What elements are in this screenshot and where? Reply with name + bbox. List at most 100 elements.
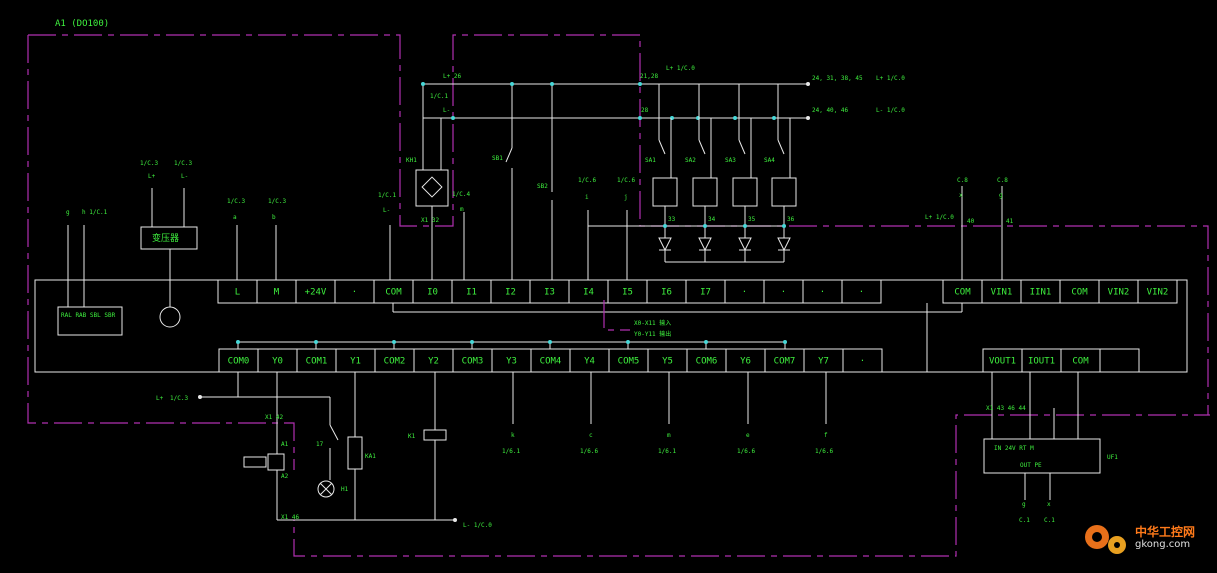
svg-text:g: g — [1022, 501, 1026, 508]
svg-text:1/C.4: 1/C.4 — [452, 191, 470, 198]
lminus-bus-side-ref: L- 1/C.0 — [876, 107, 905, 114]
power-supply-box — [140, 226, 198, 250]
svg-text:35: 35 — [748, 216, 756, 223]
svg-text:40: 40 — [967, 218, 975, 225]
output-terminal-label: Y7 — [818, 357, 829, 367]
svg-text:X1 42: X1 42 — [265, 414, 283, 421]
watermark: 中华工控网 gkong.com — [1079, 517, 1199, 557]
svg-text:b: b — [272, 214, 276, 221]
svg-text:IN 24V RT M: IN 24V RT M — [994, 445, 1034, 452]
input-terminal-label: I7 — [700, 288, 711, 298]
svg-text:21,28: 21,28 — [640, 73, 658, 80]
sensor-relay — [652, 177, 678, 207]
resistor-icon — [347, 436, 363, 470]
diagram-title: A1 (DO100) — [55, 19, 109, 29]
svg-text:SB2: SB2 — [537, 183, 548, 190]
solenoid-valve-icon — [243, 456, 267, 468]
svg-text:SA4: SA4 — [764, 157, 775, 164]
output-ref-code: 1/6.1 — [502, 448, 520, 455]
output-ref-letter: e — [746, 432, 750, 439]
output-terminal-label: Y2 — [428, 357, 439, 367]
svg-text:SA2: SA2 — [685, 157, 696, 164]
input-terminal-label: I3 — [544, 288, 555, 298]
lplus-label: L+ — [148, 173, 156, 180]
l-minus-in-ref: L+ 1/C.0 — [925, 214, 954, 221]
watermark-url: gkong.com — [1135, 539, 1191, 550]
svg-text:a: a — [233, 214, 237, 221]
lplus-bus-side-ref: L+ 1/C.0 — [876, 75, 905, 82]
analog-output-terminal-label: COM — [1072, 357, 1089, 367]
input-terminal-label: · — [781, 288, 786, 298]
sensor-relay — [692, 177, 718, 207]
svg-text:SA1: SA1 — [645, 157, 656, 164]
output-terminal-label: Y6 — [740, 357, 751, 367]
svg-text:33: 33 — [668, 216, 676, 223]
analog-module-label: RAL RAB SBL SBR — [61, 312, 116, 319]
analog-input-terminal-label: IIN1 — [1030, 288, 1052, 298]
note-y-out: Y0-Y11 输出 — [634, 330, 671, 338]
watermark-brand: 中华工控网 — [1135, 525, 1196, 539]
lamp-icon — [317, 480, 335, 498]
output-terminal-label: COM3 — [462, 357, 484, 367]
gear-logo-icon — [1085, 525, 1126, 554]
output-terminal-label: Y5 — [662, 357, 673, 367]
output-terminal-label: Y1 — [350, 357, 361, 367]
output-terminal-label: Y3 — [506, 357, 517, 367]
input-terminal-label: · — [352, 288, 357, 298]
input-terminal-label: I0 — [427, 288, 438, 298]
lminus-label: L- — [181, 173, 188, 180]
svg-text:g: g — [66, 209, 70, 216]
analog-output-terminal-label: VOUT1 — [989, 357, 1016, 367]
svg-text:K1: K1 — [408, 433, 416, 440]
svg-text:H1: H1 — [341, 486, 349, 493]
svg-text:1/C.1: 1/C.1 — [430, 93, 448, 100]
lminus-bus-ref: 24, 40, 46 — [812, 107, 849, 114]
sensor-relay — [732, 177, 758, 207]
svg-text:1/C.6: 1/C.6 — [578, 177, 596, 184]
analog-input-terminal-label: COM — [1071, 288, 1088, 298]
lplus-bus-ref: 24, 31, 38, 45 — [812, 75, 863, 82]
svg-text:C.8: C.8 — [997, 177, 1008, 184]
l-plus-out-ref: L+ — [156, 395, 164, 402]
relay-coil — [423, 429, 447, 441]
svg-text:1/C.3: 1/C.3 — [174, 160, 192, 167]
bridge-rectifier — [415, 169, 449, 207]
diode-icon — [698, 237, 712, 252]
svg-text:SB1: SB1 — [492, 155, 503, 162]
svg-text:34: 34 — [708, 216, 716, 223]
input-terminal-label: I1 — [466, 288, 477, 298]
solenoid-coil — [267, 453, 285, 471]
output-ref-code: 1/6.6 — [580, 448, 598, 455]
boundary-lines — [27, 34, 1210, 557]
analog-input-terminal-label: VIN2 — [1147, 288, 1169, 298]
output-ref-code: 1/6.6 — [737, 448, 755, 455]
output-terminal-label: COM5 — [618, 357, 640, 367]
svg-text:x: x — [959, 192, 963, 199]
sensor-relay — [771, 177, 797, 207]
svg-text:j: j — [624, 194, 628, 201]
svg-text:1/C.3: 1/C.3 — [227, 198, 245, 205]
svg-text:1/C.3: 1/C.3 — [268, 198, 286, 205]
svg-text:OUT PE: OUT PE — [1020, 462, 1042, 469]
output-terminal-cell — [842, 348, 883, 373]
svg-text:36: 36 — [787, 216, 795, 223]
output-references: k1/6.1c1/6.6m1/6.1e1/6.6f1/6.6 — [502, 372, 833, 455]
output-terminal-label: COM4 — [540, 357, 562, 367]
output-ref-letter: f — [824, 432, 828, 439]
input-terminal-label: · — [742, 288, 747, 298]
svg-text:17: 17 — [316, 441, 324, 448]
input-terminal-label: I2 — [505, 288, 516, 298]
svg-text:g: g — [999, 192, 1003, 199]
svg-text:X1 43 46 44: X1 43 46 44 — [986, 405, 1026, 412]
analog-output-terminal-cell — [1099, 348, 1140, 373]
analog-input-terminal-label: VIN1 — [991, 288, 1013, 298]
output-terminal-label: COM2 — [384, 357, 406, 367]
svg-text:UF1: UF1 — [1107, 454, 1118, 461]
svg-text:41: 41 — [1006, 218, 1014, 225]
output-terminal-label: Y4 — [584, 357, 595, 367]
svg-text:L-: L- — [443, 107, 450, 114]
diode-icon — [738, 237, 752, 252]
